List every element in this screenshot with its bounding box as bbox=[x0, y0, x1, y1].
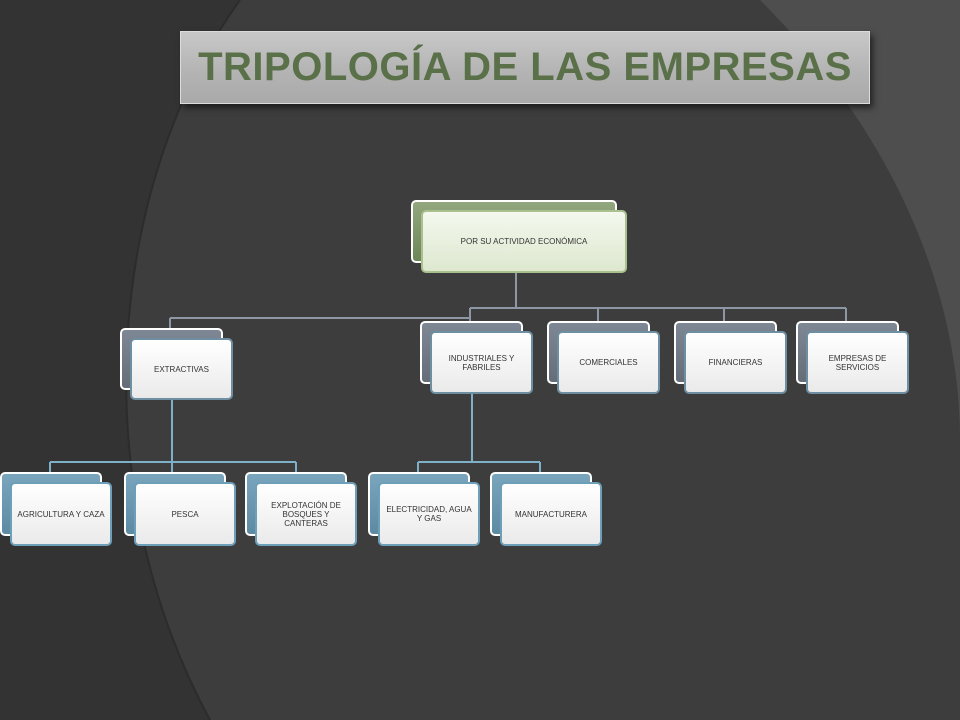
node-label-box: ELECTRICIDAD, AGUA Y GAS bbox=[378, 482, 480, 546]
title-banner: TRIPOLOGÍA DE LAS EMPRESAS bbox=[180, 31, 870, 104]
node-label: ELECTRICIDAD, AGUA Y GAS bbox=[386, 505, 472, 523]
node-manufacturera: MANUFACTURERA bbox=[490, 472, 604, 548]
node-label: MANUFACTURERA bbox=[514, 509, 587, 519]
node-label-box: INDUSTRIALES Y FABRILES bbox=[430, 331, 533, 394]
node-label: PESCA bbox=[171, 509, 199, 519]
node-label: AGRICULTURA Y CAZA bbox=[17, 509, 105, 519]
node-label-box: EMPRESAS DE SERVICIOS bbox=[806, 331, 909, 394]
background-arc-right bbox=[760, 0, 960, 440]
node-comerciales: COMERCIALES bbox=[547, 321, 662, 396]
node-label: INDUSTRIALES Y FABRILES bbox=[448, 353, 515, 372]
node-label: EXPLOTACIÓN DE BOSQUES Y CANTERAS bbox=[271, 500, 341, 528]
node-label: EXTRACTIVAS bbox=[154, 364, 209, 374]
node-label-box: PESCA bbox=[134, 482, 236, 546]
node-label-box: FINANCIERAS bbox=[684, 331, 787, 394]
node-industriales-y-fabriles: INDUSTRIALES Y FABRILES bbox=[420, 321, 535, 396]
node-pesca: PESCA bbox=[124, 472, 238, 548]
node-por-su-actividad-economica: POR SU ACTIVIDAD ECONÓMICA bbox=[411, 200, 631, 275]
node-label-box: EXPLOTACIÓN DE BOSQUES Y CANTERAS bbox=[255, 482, 357, 546]
node-electricidad-agua-y-gas: ELECTRICIDAD, AGUA Y GAS bbox=[368, 472, 482, 548]
node-label: EMPRESAS DE SERVICIOS bbox=[828, 353, 887, 372]
node-empresas-de-servicios: EMPRESAS DE SERVICIOS bbox=[796, 321, 911, 396]
node-label-box: EXTRACTIVAS bbox=[130, 338, 233, 400]
slide-title: TRIPOLOGÍA DE LAS EMPRESAS bbox=[198, 45, 852, 89]
node-label: COMERCIALES bbox=[579, 358, 638, 367]
node-label-box: COMERCIALES bbox=[557, 331, 660, 394]
node-label-box: POR SU ACTIVIDAD ECONÓMICA bbox=[421, 210, 627, 273]
node-financieras: FINANCIERAS bbox=[674, 321, 789, 396]
node-extractivas: EXTRACTIVAS bbox=[120, 328, 235, 403]
node-explotacion-de-bosques-y-canteras: EXPLOTACIÓN DE BOSQUES Y CANTERAS bbox=[245, 472, 359, 548]
node-label-box: AGRICULTURA Y CAZA bbox=[10, 482, 112, 546]
node-label: FINANCIERAS bbox=[708, 358, 763, 367]
node-agricultura-y-caza: AGRICULTURA Y CAZA bbox=[0, 472, 114, 548]
node-label: POR SU ACTIVIDAD ECONÓMICA bbox=[460, 237, 588, 246]
node-label-box: MANUFACTURERA bbox=[500, 482, 602, 546]
